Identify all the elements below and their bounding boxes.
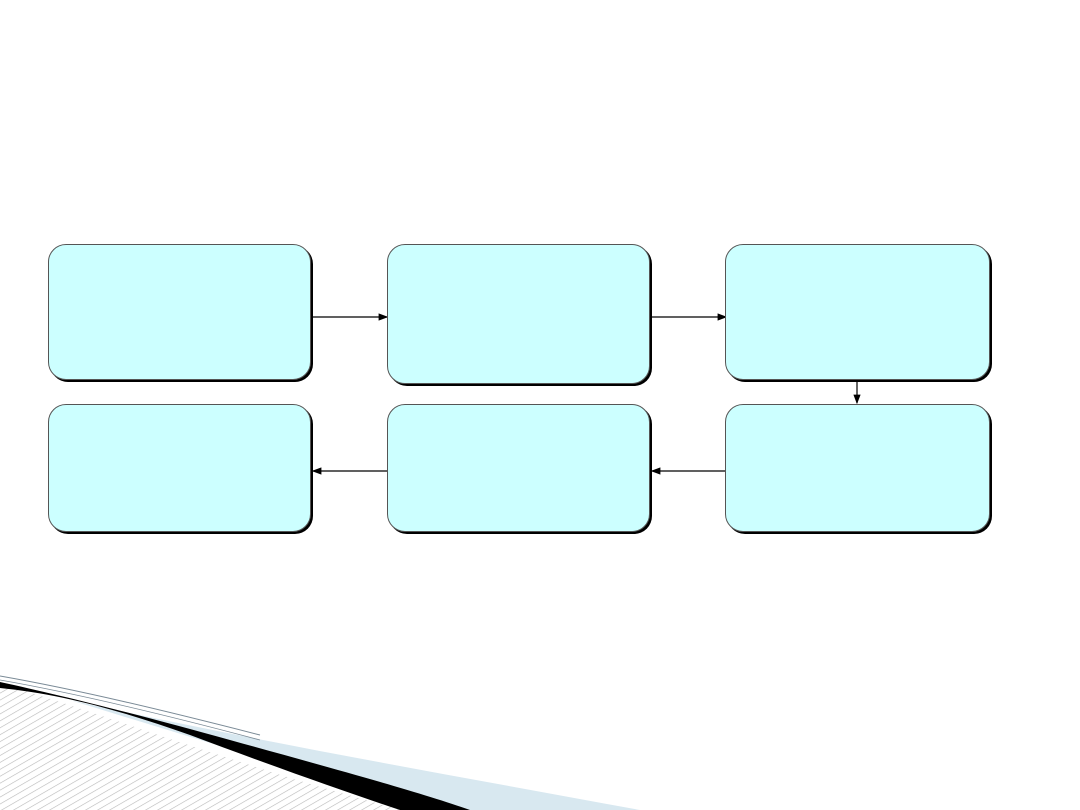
- flow-box-1: [48, 244, 311, 380]
- flow-box-4: [48, 404, 311, 532]
- swoosh-dark-blade: [0, 682, 470, 810]
- flow-box-5: [387, 404, 650, 532]
- flow-box-2: [387, 244, 650, 384]
- flow-box-3: [725, 244, 990, 380]
- swoosh-hatch: [0, 684, 400, 810]
- flow-box-6: [725, 404, 990, 532]
